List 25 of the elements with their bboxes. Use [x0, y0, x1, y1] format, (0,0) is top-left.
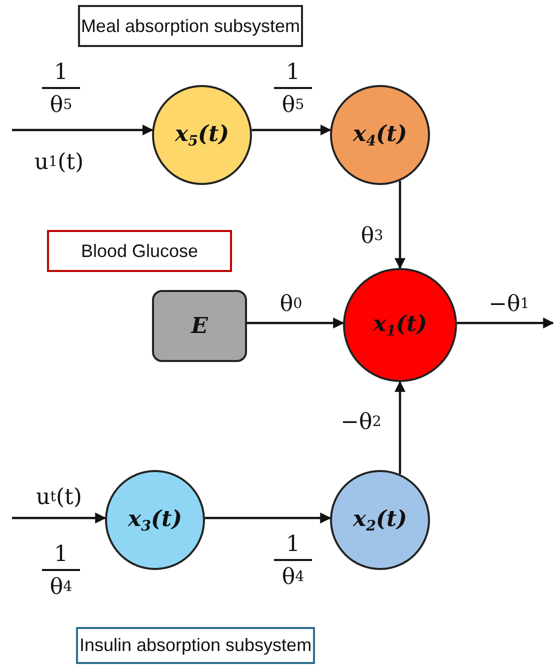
label-box [76, 627, 315, 664]
variable-label: x$_{4}$(t) [352, 120, 408, 150]
variable-label: E [191, 313, 208, 339]
process-box [152, 290, 247, 362]
arrow [12, 512, 106, 524]
numerator: 1 [285, 58, 301, 86]
variable-label: x$_{3}$(t) [128, 506, 182, 534]
arrow [204, 512, 332, 524]
title-text: Blood Glucose [80, 240, 198, 262]
arrow [247, 318, 344, 328]
label-box [47, 230, 232, 272]
variable-label: x$_{1}$(t) [372, 310, 428, 340]
arrow [12, 124, 154, 136]
numerator: 1 [53, 540, 69, 568]
numerator: 1 [53, 58, 69, 86]
title-text: Meal absorption subsystem [80, 16, 300, 36]
title-text: Insulin absorption subsystem [79, 635, 312, 656]
label-box [78, 5, 303, 47]
arrow [394, 180, 406, 270]
numerator: 1 [285, 530, 301, 558]
variable-label: x$_{2}$(t) [352, 506, 408, 534]
arrow [456, 318, 554, 328]
arrow [252, 124, 332, 136]
variable-label: x$_{5}$(t) [174, 120, 230, 150]
arrow [394, 380, 406, 474]
